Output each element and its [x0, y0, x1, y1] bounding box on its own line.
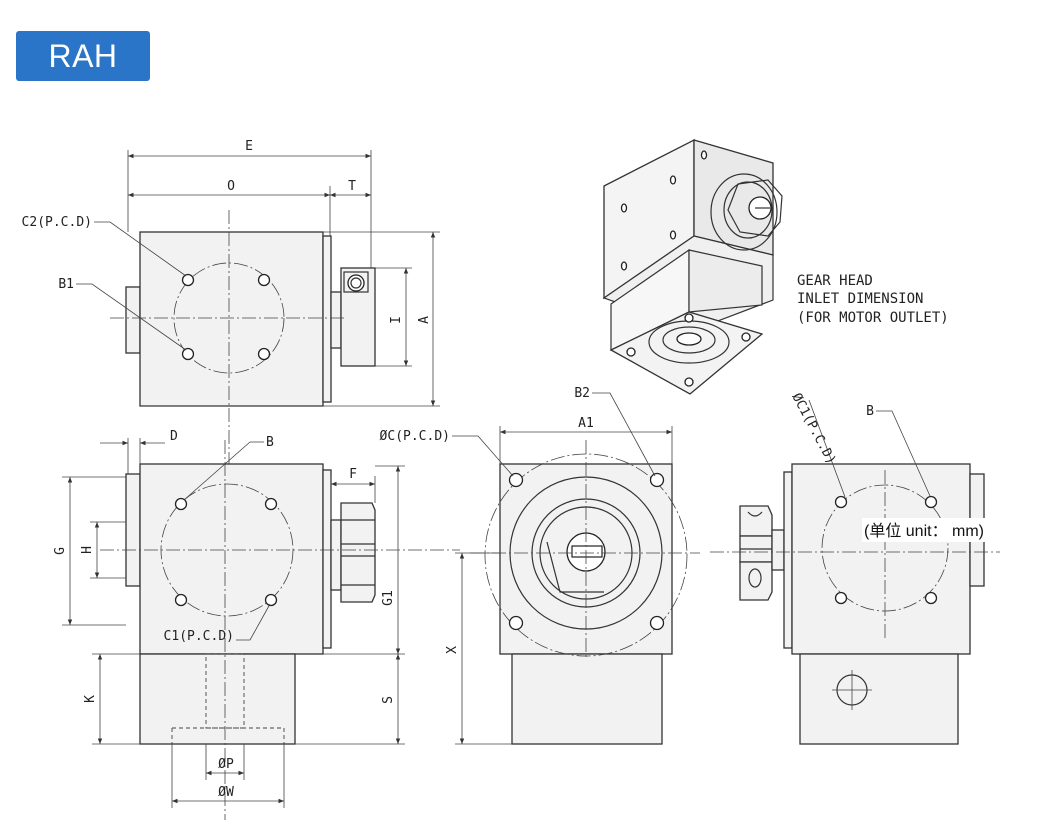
front-view: D F G H G1 S K ØP [53, 429, 460, 820]
label-c-pcd: ØC(P.C.D) [380, 429, 450, 444]
label-b-side: B [866, 404, 874, 419]
dim-K: K [83, 695, 98, 703]
side-view: ØC1(P.C.D) B (单位 unit： mm) [710, 391, 1010, 745]
dim-G: G [53, 547, 68, 555]
dim-F: F [349, 467, 357, 482]
dim-A1: A1 [578, 416, 594, 431]
dim-S: S [381, 696, 396, 704]
label-b: B [266, 435, 274, 450]
flange-view: A1 X ØC(P.C.D) B2 [380, 386, 700, 745]
label-c1-pcd: C1(P.C.D) [164, 629, 234, 644]
dim-G1: G1 [381, 590, 396, 606]
label-b2: B2 [574, 386, 590, 401]
isometric-gear-head: GEAR HEAD INLET DIMENSION (FOR MOTOR OUT… [602, 138, 949, 395]
label-b1: B1 [58, 277, 74, 292]
unit-note: (单位 unit： mm) [864, 522, 984, 540]
dim-P: ØP [218, 757, 234, 772]
dim-I: I [389, 316, 404, 324]
top-view: E O T A I C2(P.C.D) B1 [22, 139, 440, 470]
dim-X: X [445, 646, 460, 654]
model-badge: RAH [16, 31, 150, 81]
iso-caption-line-2: INLET DIMENSION [797, 291, 923, 307]
dim-D: D [170, 429, 178, 444]
dim-T: T [348, 179, 356, 194]
iso-caption-line-1: GEAR HEAD [797, 273, 873, 289]
label-c2-pcd: C2(P.C.D) [22, 215, 92, 230]
dim-A: A [417, 316, 432, 324]
dim-O: O [227, 179, 235, 194]
label-c1-pcd-side: ØC1(P.C.D) [788, 391, 838, 467]
dim-E: E [245, 139, 253, 154]
dim-W: ØW [218, 785, 234, 800]
dim-H: H [80, 546, 95, 554]
iso-caption-line-3: (FOR MOTOR OUTLET) [797, 310, 949, 326]
